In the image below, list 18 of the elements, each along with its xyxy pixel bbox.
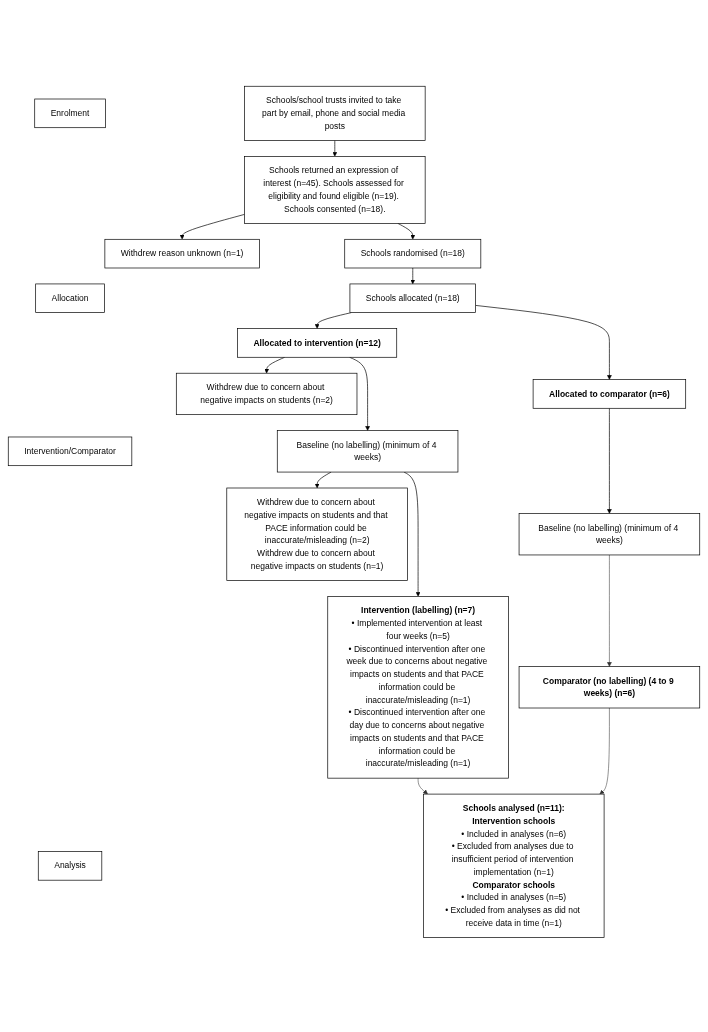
- node-box: Schools allocated (n=18): [349, 283, 476, 314]
- node-box: Schools/school trusts invited to take part by email, phone and social media posts: [244, 86, 426, 141]
- node-box: Allocated to comparator (n=6): [532, 379, 687, 409]
- node-box: Baseline (no labelling) (minimum of 4 weeks): [518, 513, 701, 556]
- node-box: Allocated to intervention (n=12): [237, 328, 398, 358]
- node-box: Withdrew due to concern about negative impacts on students and that PACE information could be inaccurate/misleading (n=2) Withdrew due to concern about negative impacts on students (n=1): [226, 487, 408, 581]
- node-box: Intervention/Comparator: [7, 436, 133, 467]
- node-box: Enrolment: [34, 98, 106, 129]
- node-box: Schools randomised (n=18): [344, 239, 482, 269]
- node-box: Intervention (labelling) (n=7) • Implemented intervention at least four weeks (n=5) • Discontinued intervention after one week due to concerns about negative impacts on students and that PACE information could be inaccurate/misleading (n=1) • Discontinued intervention after one day due to concerns about negative impacts on students and that PACE information could be inaccurate/misleading (n=1): [327, 596, 509, 779]
- node-box: Analysis: [37, 851, 103, 881]
- node-box: Baseline (no labelling) (minimum of 4 weeks): [276, 430, 459, 473]
- node-box: Schools returned an expression of interest (n=45). Schools assessed for eligibility and found eligible (n=19). Schools consented (n=18).: [244, 156, 426, 224]
- node-box: Withdrew due to concern about negative impacts on students (n=2): [175, 372, 358, 416]
- node-box: Schools analysed (n=11): Intervention schools • Included in analyses (n=6) • Excluded from analyses due to insufficient period of intervention implementation (n=1) Comparator schools • Included in analyses (n=5) • Excluded from analyses as did not receive data in time (n=1): [423, 793, 605, 938]
- node-box: Allocation: [35, 283, 105, 314]
- node-box: Withdrew reason unknown (n=1): [104, 239, 260, 269]
- node-box: Comparator (no labelling) (4 to 9 weeks) (n=6): [518, 666, 701, 709]
